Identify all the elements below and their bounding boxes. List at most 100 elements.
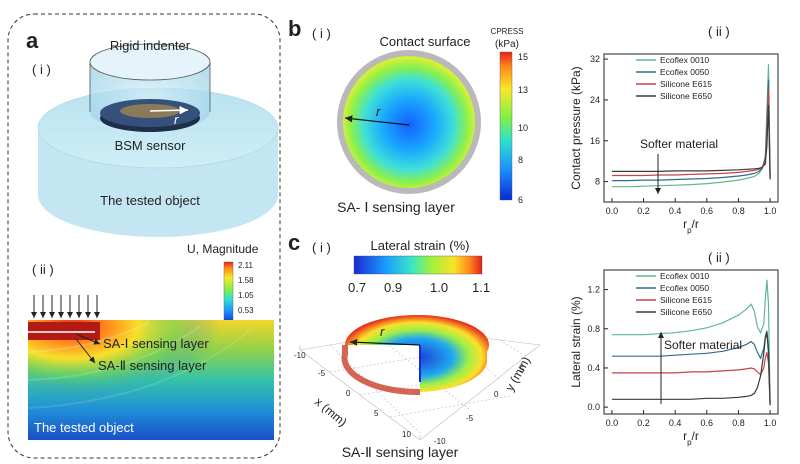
cpress-tick: 13: [518, 85, 528, 95]
cpress-tick: 8: [518, 155, 523, 165]
sensor-label: BSM sensor: [115, 138, 186, 153]
legend-label: Ecoflex 0010: [660, 55, 709, 65]
sa1-pointer: [75, 333, 101, 345]
x-tick-label: 1.0: [764, 418, 777, 428]
series-line: [611, 352, 771, 406]
strain-cb-tick: 1.0: [430, 280, 448, 295]
y-tick: 5: [520, 365, 525, 374]
y-axis-label: Contact pressure (kPa): [569, 66, 583, 189]
cpress-colorbar: CPRESS (kPa) 15 13 10 8 6: [491, 27, 528, 205]
cpress-tick: 10: [518, 123, 528, 133]
cpress-unit: (kPa): [495, 39, 519, 50]
y-tick-label: 1.2: [587, 285, 600, 295]
panel-b-sub-ii: ( ii ): [708, 24, 730, 39]
x-tick-label: 0.2: [637, 206, 650, 216]
strain-radius-arrow: [349, 338, 421, 346]
y-tick-label: 24: [590, 95, 600, 105]
panel-a-letter: a: [26, 28, 39, 53]
radius-arrow: [149, 106, 189, 115]
x-tick: 5: [374, 409, 379, 418]
sa1-caption: SA- Ⅰ sensing layer: [337, 199, 455, 215]
contact-radius-arrow: [344, 115, 410, 126]
cpress-title: CPRESS: [491, 27, 524, 36]
u-legend-tick: 1.05: [238, 291, 254, 300]
legend-label: Silicone E615: [660, 295, 712, 305]
legend-label: Ecoflex 0050: [660, 67, 709, 77]
series-line: [611, 104, 771, 180]
y-tick-label: 0.0: [587, 402, 600, 412]
panel-b-i: b ( i ) Contact surface r SA- Ⅰ sensing …: [288, 16, 528, 215]
legend-label: Silicone E615: [660, 79, 712, 89]
sa2-caption: SA-Ⅱ sensing layer: [342, 444, 459, 460]
x-tick: 0: [346, 389, 351, 398]
fem-contour: [27, 320, 274, 440]
y-axis-label: y (mm): [502, 354, 533, 393]
panel-a-sub-i: ( i ): [32, 62, 51, 77]
series-line: [611, 332, 771, 406]
sa2-pointer: [75, 338, 96, 364]
panel-c-i: c ( i ) Lateral strain (%) 0.7 0.9 1.0 1…: [288, 230, 541, 460]
sa2-label: SA-Ⅱ sensing layer: [98, 358, 207, 373]
y-tick: -5: [466, 414, 474, 423]
u-legend-tick: 2.11: [238, 261, 254, 270]
cpress-tick: 6: [518, 195, 523, 205]
x-tick: 10: [402, 430, 411, 439]
panel-b-sub-i: ( i ): [312, 26, 331, 41]
y-tick: -10: [434, 437, 446, 446]
panel-c-letter: c: [288, 230, 300, 255]
x-tick: -5: [318, 369, 326, 378]
plot-frame: [603, 269, 779, 415]
x-tick-label: 0.2: [637, 418, 650, 428]
strain-radius-label: r: [380, 324, 385, 339]
u-magnitude-legend: U, Magnitude 2.11 1.58 1.05 0.53 0: [187, 242, 259, 329]
x-tick-label: 0.6: [701, 206, 714, 216]
indenter-label: Rigid indenter: [110, 38, 191, 53]
x-axis-label: rp/r: [683, 429, 699, 447]
strain-cb-tick: 0.7: [348, 280, 366, 295]
y-tick-label: 8: [595, 177, 600, 187]
x-tick-label: 0.0: [606, 206, 619, 216]
radius-label: r: [174, 112, 179, 127]
plot-frame: [603, 53, 779, 203]
strain-colorbar: [353, 255, 483, 275]
x-tick-label: 0.8: [732, 418, 745, 428]
strain-cb-title: Lateral strain (%): [371, 238, 470, 253]
fem-object-label: The tested object: [34, 420, 134, 435]
legend-label: Silicone E650: [660, 307, 712, 317]
strain-cb-tick: 0.9: [384, 280, 402, 295]
object-label: The tested object: [100, 193, 200, 208]
panel-a-sub-ii: ( ii ): [32, 262, 54, 277]
x-tick-label: 0.4: [669, 418, 682, 428]
y-tick-label: 0.4: [587, 363, 600, 373]
x-tick-label: 0.0: [606, 418, 619, 428]
contact-pressure-map: [343, 56, 475, 188]
y-axis-label: Lateral strain (%): [569, 296, 583, 387]
x-tick-label: 0.6: [701, 418, 714, 428]
y-tick-label: 32: [590, 54, 600, 64]
x-axis-label: rp/r: [683, 217, 699, 235]
u-legend-title: U, Magnitude: [187, 242, 259, 256]
bsm-sensor: r: [100, 99, 200, 132]
strain-cb-tick: 1.1: [472, 280, 490, 295]
y-tick: 0: [494, 390, 499, 399]
strain-ring-3d: r: [341, 314, 489, 396]
softer-material-annotation: Softer material: [664, 338, 742, 352]
x-tick-label: 0.8: [732, 206, 745, 216]
series-line: [611, 89, 771, 179]
contact-radius-label: r: [376, 104, 381, 119]
y-tick-label: 16: [590, 136, 600, 146]
panel-a-frame: [7, 13, 281, 459]
u-legend-tick: 0.53: [238, 306, 254, 315]
contact-surface-title: Contact surface: [379, 34, 470, 49]
sa1-label: SA-Ⅰ sensing layer: [103, 336, 209, 351]
cpress-tick: 15: [518, 52, 528, 62]
load-arrows: [31, 295, 100, 318]
panel-c-sub-i: ( i ): [312, 240, 331, 255]
x-tick-label: 1.0: [764, 206, 777, 216]
legend-label: Ecoflex 0010: [660, 271, 709, 281]
